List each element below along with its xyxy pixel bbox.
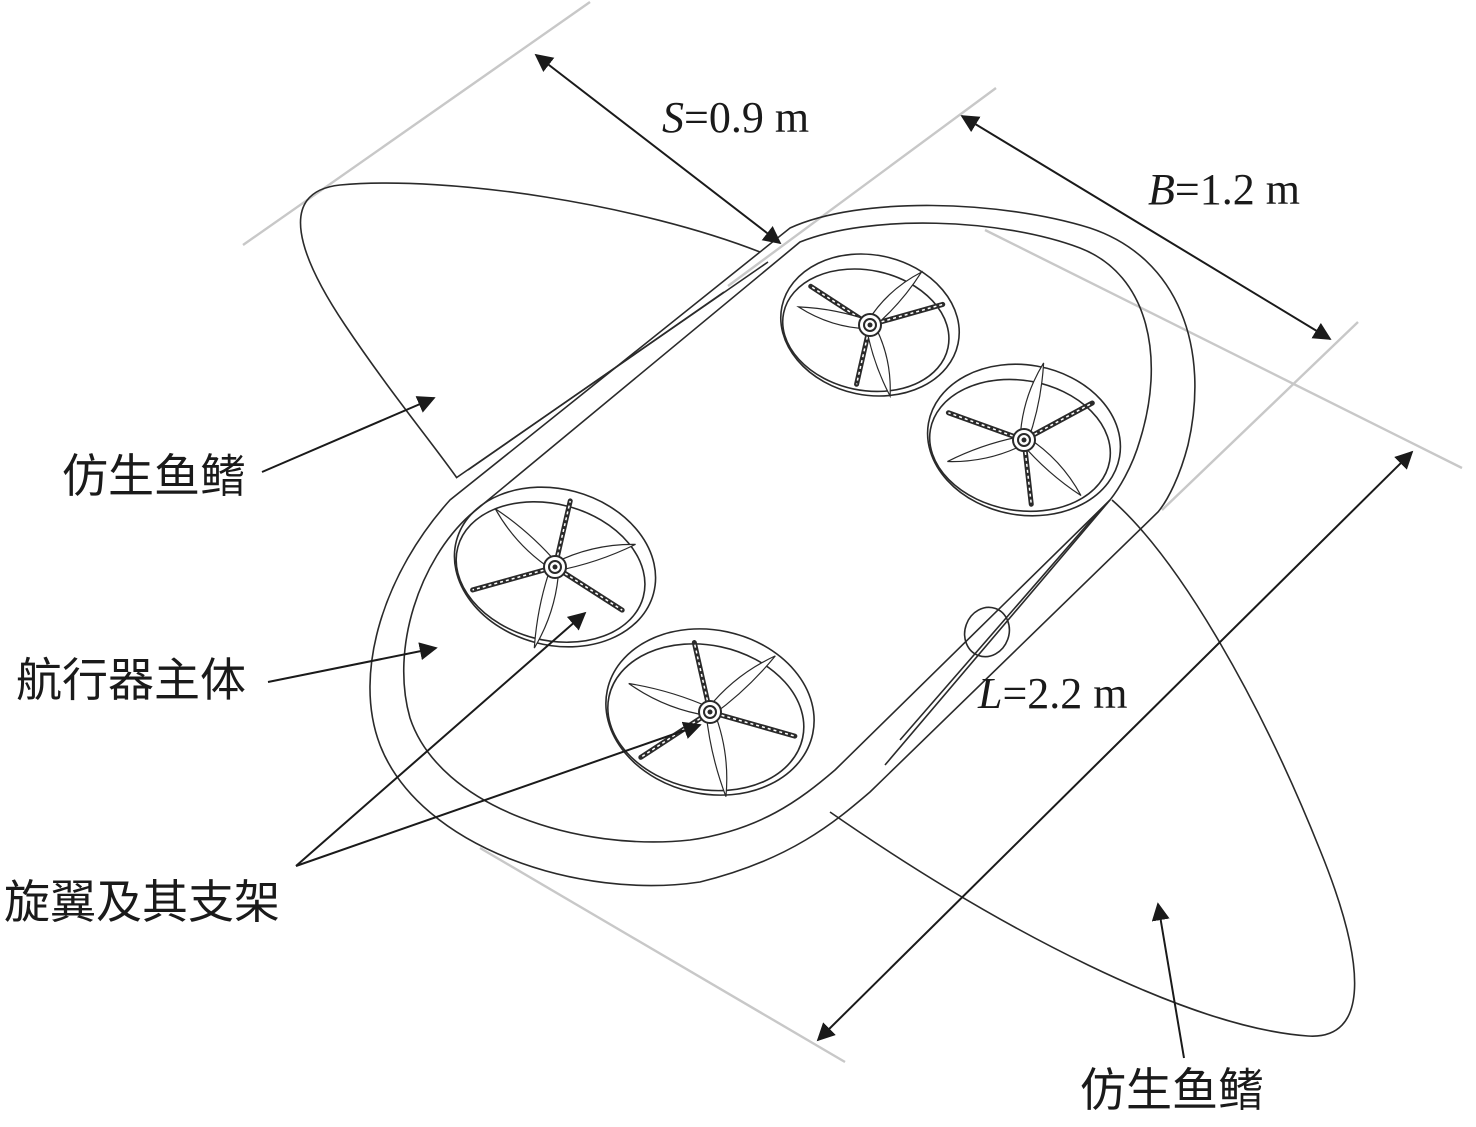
- length-dimension-arrow: [816, 450, 1414, 1042]
- rotor-hub-center: [867, 322, 873, 328]
- rotor-hub-inner: [1017, 433, 1031, 447]
- rotor-blade: [866, 270, 924, 329]
- rotor-support-arm-detail: [869, 303, 943, 326]
- main-body-label: 航行器主体: [16, 653, 246, 707]
- rotor-frame-label: 旋翼及其支架: [4, 875, 280, 929]
- rotor-right: [926, 362, 1122, 517]
- rotor-blade: [796, 306, 872, 330]
- rotor-well-outer: [779, 253, 961, 397]
- fin-lower-leader: [1151, 902, 1185, 1059]
- rotor-support-arm-detail: [855, 324, 871, 385]
- hull-edge: [884, 499, 1111, 766]
- rotor-blade: [533, 565, 560, 649]
- fin-lower-label: 仿生鱼鳍: [1080, 1063, 1264, 1117]
- rotor-top: [779, 253, 961, 399]
- span-dimension-label: S=0.9 m: [662, 93, 809, 142]
- rotor-hub-center: [707, 709, 713, 715]
- rotor-hub-center: [1021, 437, 1027, 443]
- rotor-bottom: [605, 628, 815, 797]
- fin-upper-leader: [261, 396, 436, 473]
- side-port: [963, 606, 1011, 658]
- rotor-left: [453, 486, 657, 649]
- rotor-group: [453, 253, 1122, 797]
- leader-lines: [261, 396, 1185, 1059]
- span-dimension-arrow: [534, 53, 782, 245]
- rotor-well-outer: [605, 628, 815, 796]
- dimension-arrows: [534, 53, 1414, 1042]
- rotor-blade: [628, 682, 713, 717]
- rotor-blade: [705, 710, 728, 797]
- breadth-dimension-arrow: [960, 115, 1332, 340]
- upper-fin-outline: [299, 182, 761, 479]
- rotor-blade: [553, 543, 636, 572]
- rotor-blade: [1019, 362, 1045, 442]
- main-body-leader: [267, 642, 438, 683]
- rotor-support-arm-detail: [1023, 402, 1093, 441]
- rotor-hub-inner: [863, 318, 877, 332]
- rotor-support-arm-detail: [554, 500, 571, 568]
- rotor-support-arm-detail: [948, 412, 1025, 441]
- hull-edge: [467, 291, 725, 471]
- length-dimension-label: L=2.2 m: [977, 669, 1128, 718]
- rotor-support-arm-detail: [554, 566, 623, 611]
- extension-lines: [242, 1, 1463, 1064]
- rotor-blade: [865, 323, 891, 399]
- rotor-blade: [494, 508, 559, 571]
- fin-upper-label: 仿生鱼鳍: [62, 449, 246, 503]
- breadth-dimension-label: B=1.2 m: [1148, 165, 1300, 214]
- rotor-well-inner: [607, 643, 805, 792]
- rotor-leader-2: [295, 721, 702, 867]
- rotor-hub-inner: [703, 705, 717, 719]
- rotor-leader-1: [295, 611, 587, 867]
- rotor-blade: [706, 655, 776, 716]
- rotor-well-inner: [781, 268, 950, 393]
- rotor-support-arm-detail: [709, 711, 796, 737]
- rotor-hub-inner: [548, 560, 562, 574]
- rotor-support-arm-detail: [640, 711, 711, 758]
- rotor-support-arm-detail: [472, 566, 556, 591]
- rotor-hub-center: [552, 564, 558, 570]
